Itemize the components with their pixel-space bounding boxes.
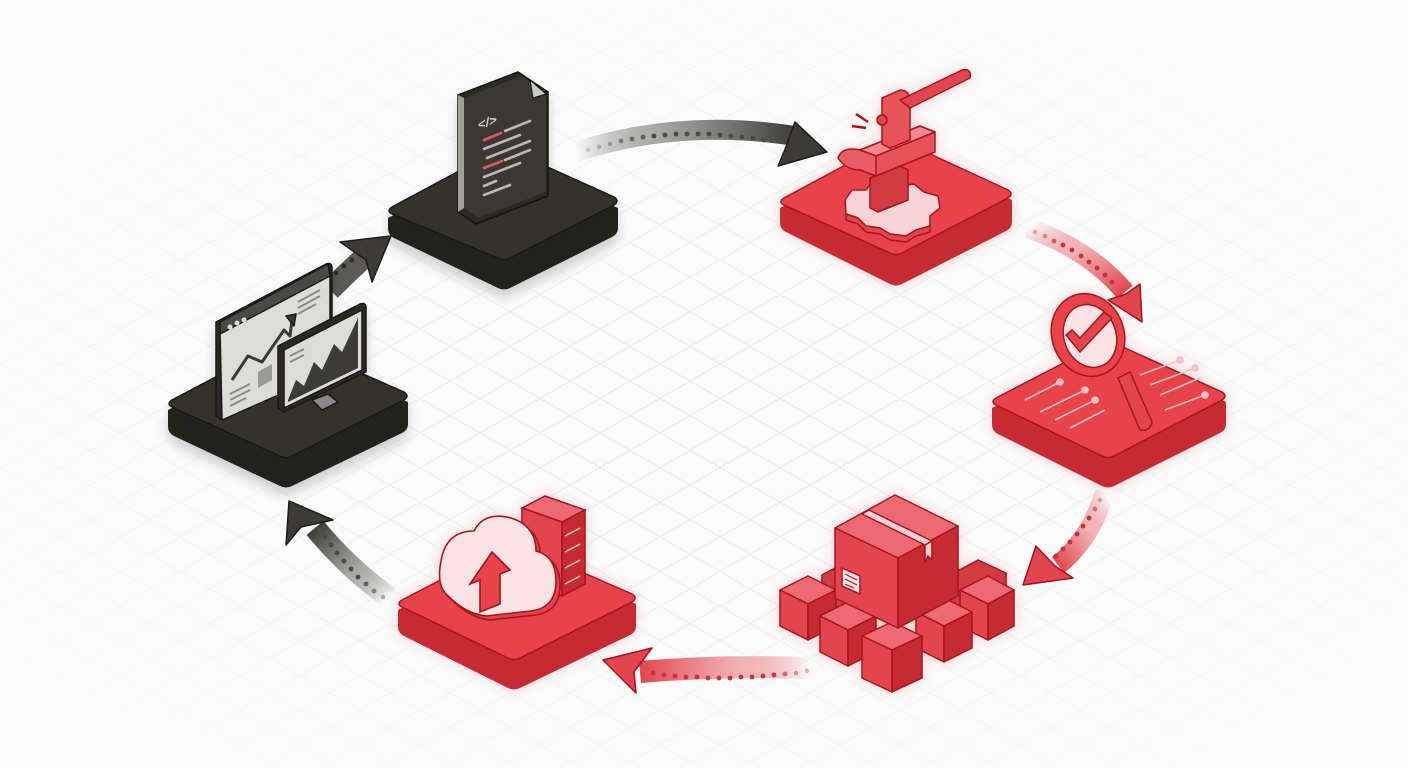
arrow-build-to-test	[1024, 218, 1143, 323]
anvil-hammer-gear-icon	[837, 68, 972, 243]
arrow-test-to-package	[1022, 488, 1115, 586]
circuit-traces	[1024, 356, 1209, 429]
node-code: </>	[388, 71, 618, 290]
arrow-package-to-deploy	[602, 647, 811, 694]
node-deploy	[398, 495, 636, 690]
arrow-monitor-to-code	[322, 235, 392, 298]
arrow-deploy-to-monitor	[285, 500, 397, 608]
tile-red	[992, 340, 1226, 488]
big-package-box	[834, 494, 959, 629]
package-boxes-icon	[779, 494, 1015, 693]
server-rack-icon	[520, 495, 587, 598]
magnifier-check-icon	[1050, 292, 1153, 432]
analytics-dashboard-icon	[215, 262, 367, 421]
code-file-icon: </>	[457, 71, 549, 225]
node-monitor	[168, 262, 408, 488]
arrow-code-to-build	[571, 119, 828, 167]
node-test	[992, 292, 1226, 488]
node-package	[779, 494, 1015, 693]
small-box	[861, 621, 923, 693]
code-glyph: </>	[478, 112, 497, 133]
cloud-upload-icon	[438, 515, 561, 621]
node-build	[780, 68, 1012, 286]
